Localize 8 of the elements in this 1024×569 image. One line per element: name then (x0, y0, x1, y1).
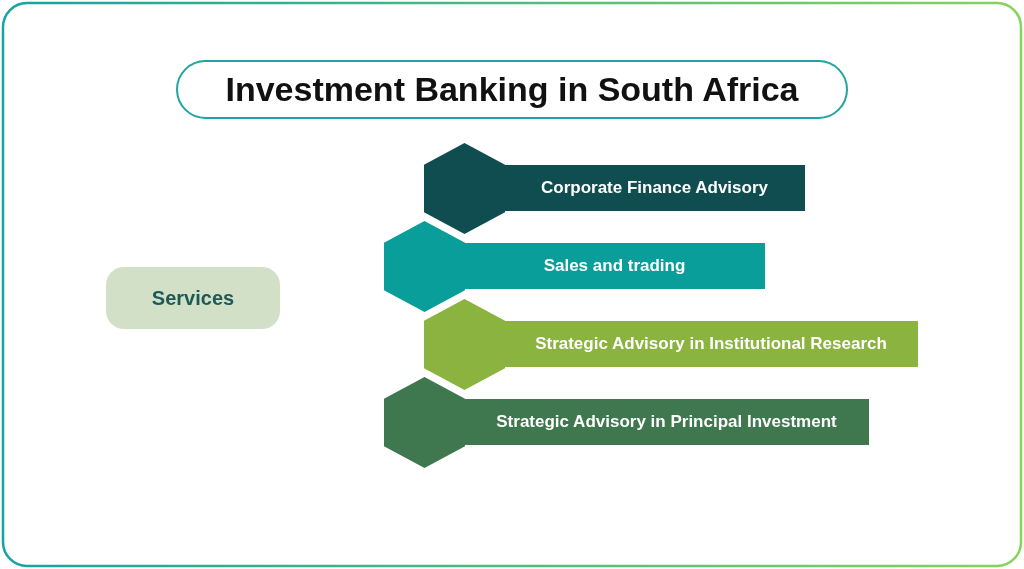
service-bar: Corporate Finance Advisory (504, 165, 805, 211)
hexagon-icon (384, 221, 465, 312)
service-bar: Sales and trading (464, 243, 765, 289)
category-tag: Services (106, 267, 280, 329)
hexagon-icon (424, 143, 505, 234)
hexagon-icon (424, 299, 505, 390)
title: Investment Banking in South Africa (176, 60, 848, 119)
hexagon-icon (384, 377, 465, 468)
